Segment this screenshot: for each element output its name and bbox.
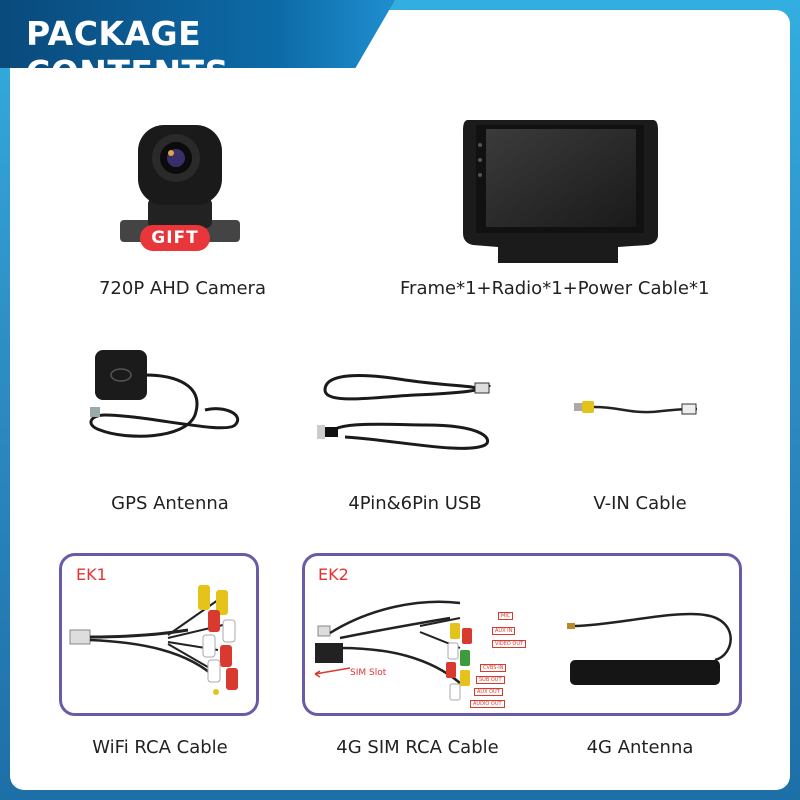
radio-image: [463, 120, 658, 263]
4g-sim-rca-label: 4G SIM RCA Cable: [336, 737, 499, 758]
rca-tag: CVBS-IN: [480, 664, 507, 672]
vin-label: V-IN Cable: [593, 493, 687, 514]
ek2-tag: EK2: [318, 565, 349, 584]
rca-tag: AUX IN: [492, 627, 516, 635]
gift-badge: GIFT: [140, 225, 210, 251]
rca-tag: MIC: [498, 612, 514, 620]
gps-antenna-image: [89, 350, 239, 438]
wifi-rca-label: WiFi RCA Cable: [92, 737, 228, 758]
4g-antenna-label: 4G Antenna: [586, 737, 694, 758]
4g-antenna-image: [567, 612, 732, 685]
wifi-rca-cable-image: [69, 585, 238, 695]
header-banner: PACKAGE CONTENTS: [0, 0, 395, 68]
ek1-box: [59, 553, 259, 716]
gps-label: GPS Antenna: [111, 493, 229, 514]
rca-tag: SUB OUT: [476, 676, 505, 684]
ek2-box: [302, 553, 742, 716]
usb-label: 4Pin&6Pin USB: [348, 493, 482, 514]
page-title: PACKAGE CONTENTS: [26, 14, 228, 68]
vin-cable-image: [574, 401, 698, 415]
sim-slot-note: SIM Slot: [350, 668, 387, 678]
rca-tag: AUDIO OUT: [470, 700, 505, 708]
usb-cable-image: [317, 374, 492, 450]
ek1-tag: EK1: [76, 565, 107, 584]
rca-tag: AUX OUT: [474, 688, 503, 696]
radio-label: Frame*1+Radio*1+Power Cable*1: [400, 278, 710, 299]
4g-sim-rca-cable-image: [314, 600, 472, 701]
camera-label: 720P AHD Camera: [98, 278, 266, 299]
rca-tag: VIDEO OUT: [492, 640, 527, 648]
